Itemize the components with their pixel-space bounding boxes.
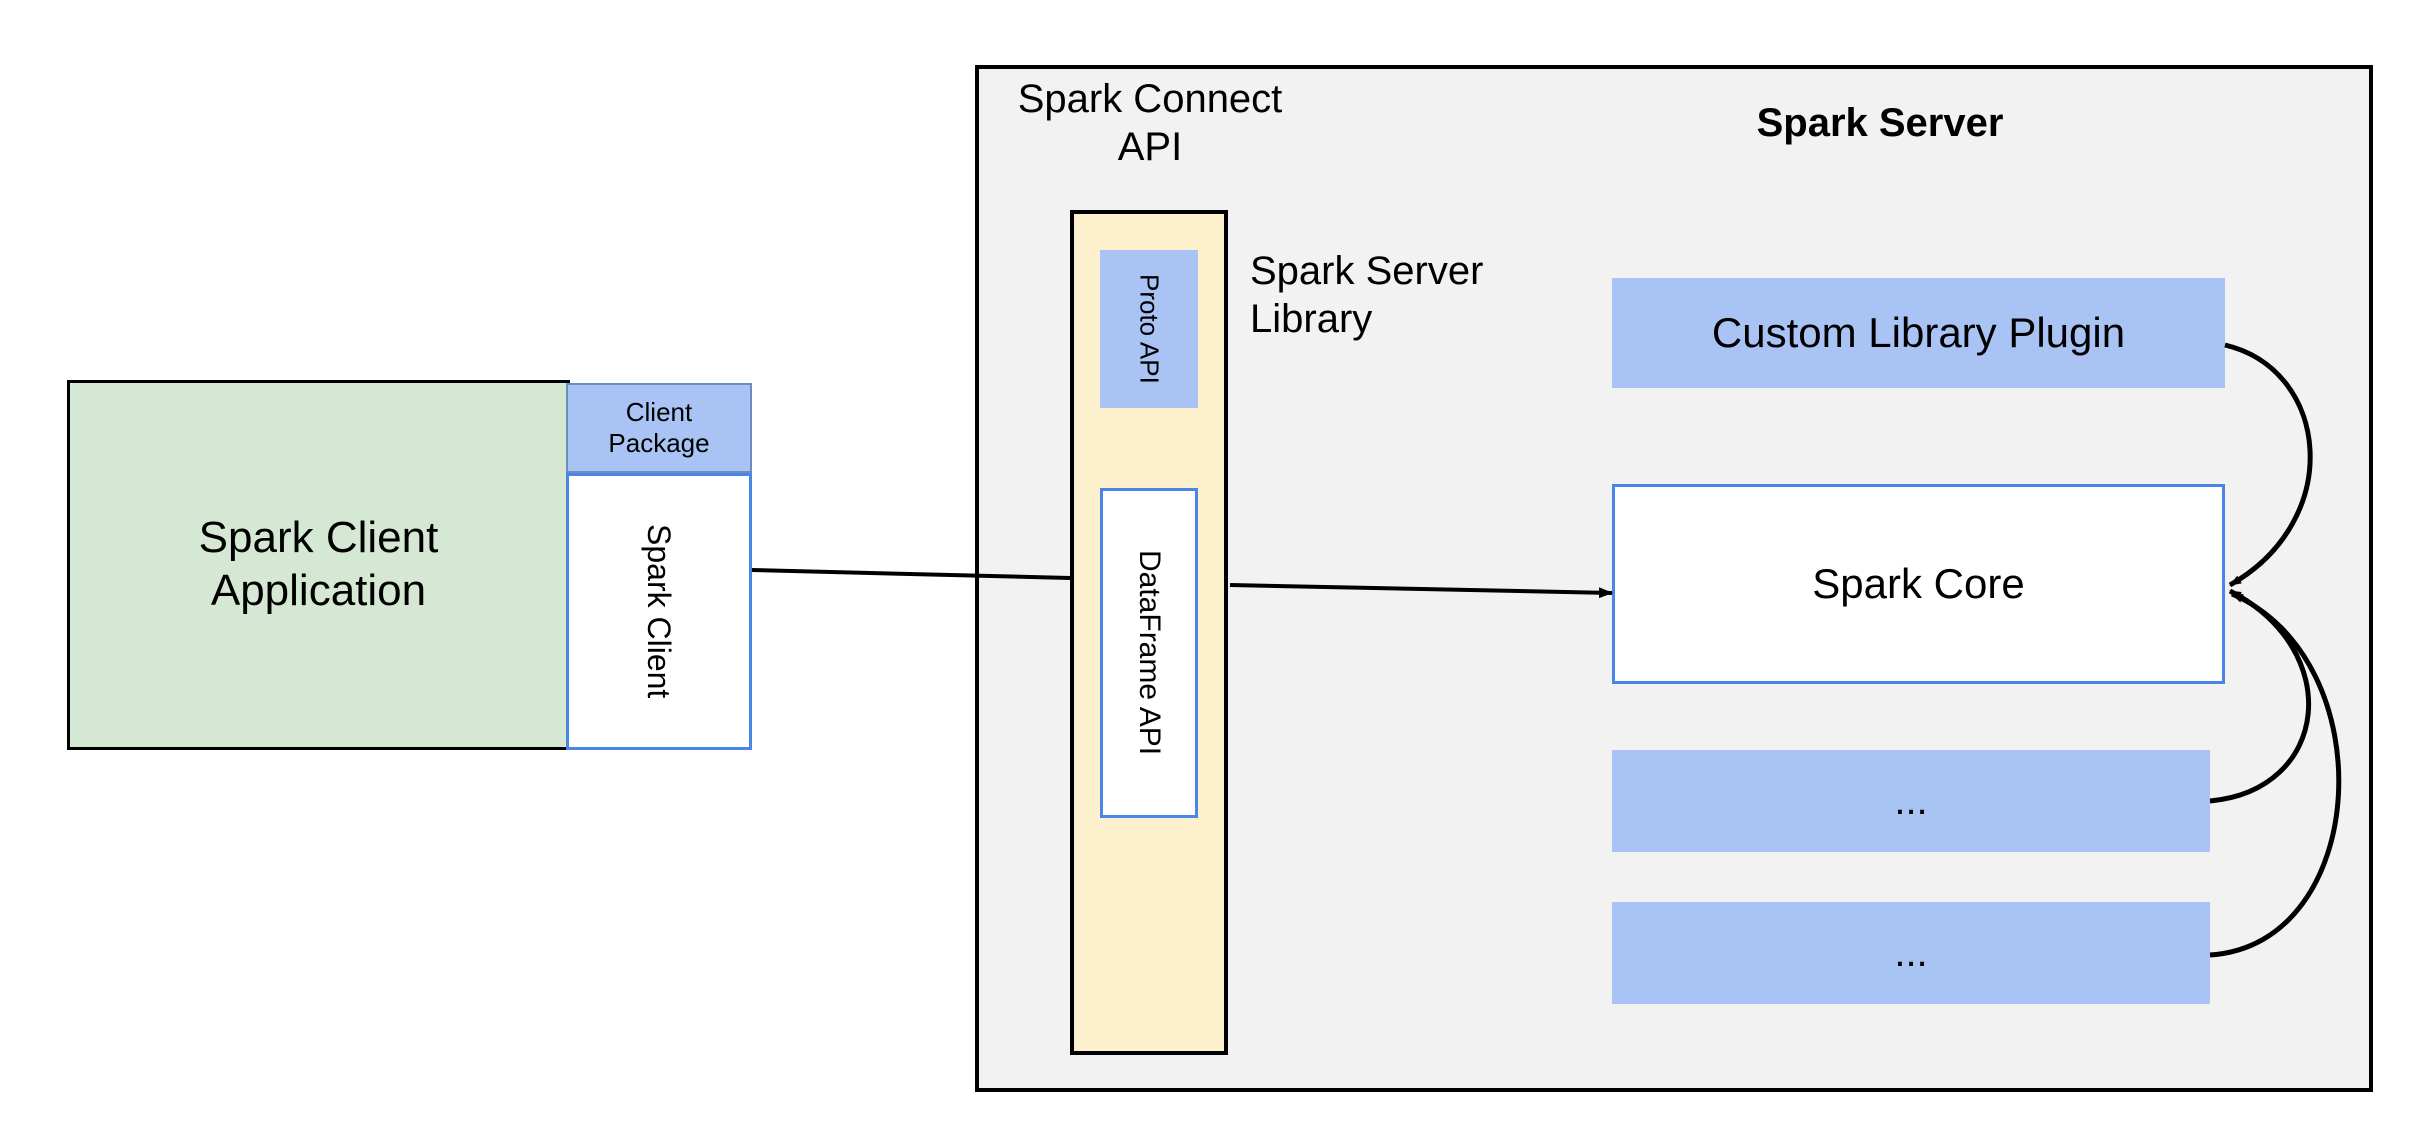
spark-core-label: Spark Core bbox=[1812, 559, 2025, 607]
client-package-label-line1: Client bbox=[625, 396, 693, 427]
spark-connect-api-label: Spark Connect API bbox=[1000, 68, 1300, 178]
client-package-label-line2: Package bbox=[608, 428, 710, 458]
spark-server-library-label: Spark Server Library bbox=[1250, 240, 1550, 350]
spark-client-application-label-line1: Spark Client bbox=[198, 513, 439, 563]
spark-client-label: Spark Client bbox=[641, 524, 678, 699]
client-package-block: Client Package bbox=[566, 383, 752, 473]
ellipsis-block-1: ... bbox=[1612, 750, 2210, 852]
spark-server-title: Spark Server bbox=[1756, 101, 2004, 145]
client-package-label: Client Package bbox=[608, 397, 709, 459]
spark-client-application-label: Spark Client Application bbox=[189, 512, 449, 618]
ellipsis-block-2-label: ... bbox=[1894, 931, 1928, 975]
spark-client-block: Spark Client bbox=[566, 473, 752, 750]
spark-client-application-block: Spark Client Application bbox=[67, 380, 570, 750]
custom-library-plugin-block: Custom Library Plugin bbox=[1612, 278, 2225, 388]
spark-server-library-label-line1: Spark Server bbox=[1250, 249, 1484, 293]
spark-connect-api-label-line1: Spark Connect bbox=[1017, 77, 1283, 121]
spark-connect-api-label-line2: API bbox=[1117, 125, 1183, 169]
dataframe-api-label: DataFrame API bbox=[1133, 550, 1166, 756]
custom-library-plugin-label: Custom Library Plugin bbox=[1711, 308, 2126, 356]
spark-server-library-label-line2: Library bbox=[1250, 297, 1373, 341]
ellipsis-block-2: ... bbox=[1612, 902, 2210, 1004]
dataframe-api-block: DataFrame API bbox=[1100, 488, 1198, 818]
spark-core-block: Spark Core bbox=[1612, 484, 2225, 684]
proto-api-label: Proto API bbox=[1134, 274, 1165, 384]
ellipsis-block-1-label: ... bbox=[1894, 779, 1928, 823]
spark-client-application-label-line2: Application bbox=[210, 566, 427, 615]
proto-api-block: Proto API bbox=[1100, 250, 1198, 408]
